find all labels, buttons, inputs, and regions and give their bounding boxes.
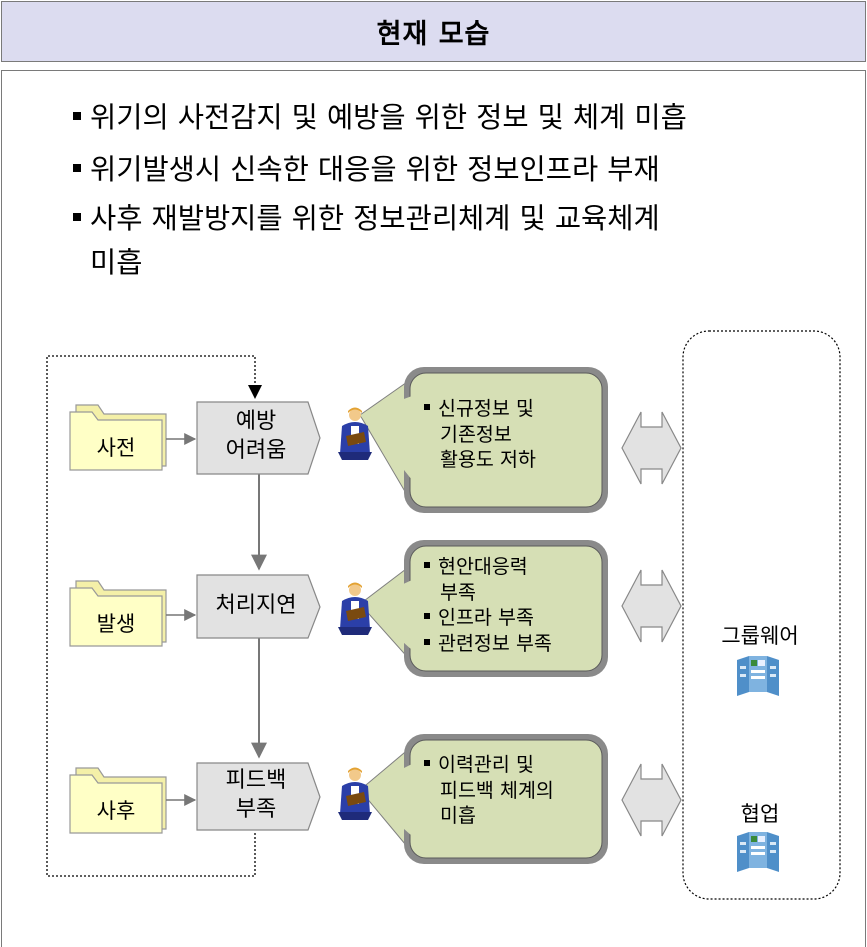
groupware-label: 그룹웨어 — [721, 624, 799, 648]
double-arrow-3 — [621, 763, 682, 837]
page-title: 현재 모습 — [376, 19, 491, 50]
bullet-item: 위기발생시 신속한 대응을 위한 정보인프라 부재 — [73, 152, 660, 188]
folder-label-after: 사후 — [96, 799, 136, 823]
groupware-icon — [737, 656, 779, 696]
stage-shape-1 — [196, 401, 321, 475]
bullet-square-icon — [73, 213, 81, 221]
header-bar: 현재 모습 — [1, 1, 866, 62]
folder-occur — [69, 580, 167, 647]
stage-shape-2 — [196, 574, 321, 639]
callout-text-1: 신규정보 및 기존정보 활용도 저하 — [424, 396, 536, 473]
double-arrow-2 — [621, 569, 682, 643]
bullet-item: 위기의 사전감지 및 예방을 위한 정보 및 체계 미흡 — [73, 100, 687, 136]
tools-container — [682, 330, 841, 900]
stage-label-prevention: 예방 어려움 — [225, 409, 287, 463]
stage-label-delay: 처리지연 — [215, 593, 297, 618]
collaboration-icon — [737, 832, 779, 872]
callout-text-3: 이력관리 및 피드백 체계의 미흡 — [424, 752, 554, 829]
businessman-icon-1 — [338, 407, 372, 460]
bullet-square-icon — [73, 164, 81, 172]
businessman-icon-3 — [338, 767, 372, 820]
businessman-icon-2 — [338, 582, 372, 635]
double-arrow-1 — [621, 411, 682, 485]
collaboration-label: 협업 — [740, 802, 780, 826]
folder-label-occur: 발생 — [96, 612, 136, 636]
callout-shape-2 — [359, 540, 608, 677]
bullet-item: 사후 재발방지를 위한 정보관리체계 및 교육체계 — [73, 201, 660, 237]
stage-shape-3 — [196, 762, 321, 831]
feedback-loop-line — [46, 355, 256, 877]
folder-before — [69, 404, 167, 471]
stage-label-feedback: 피드백 부족 — [225, 768, 287, 822]
callout-shape-3 — [359, 734, 608, 864]
feedback-arrowhead — [248, 385, 262, 399]
folder-label-before: 사전 — [96, 436, 136, 460]
bullet-square-icon — [424, 403, 430, 410]
bullet-square-icon — [424, 759, 430, 766]
bullet-square-icon — [73, 112, 81, 120]
bullet-continuation: 미흡 — [90, 246, 143, 279]
folder-after — [69, 767, 167, 834]
bullet-square-icon — [424, 561, 430, 568]
callout-shape-1 — [359, 367, 608, 513]
callout-text-2: 현안대응력 부족 인프라 부족 관련정보 부족 — [424, 554, 552, 657]
bullet-square-icon — [424, 612, 430, 619]
bullet-square-icon — [424, 638, 430, 645]
